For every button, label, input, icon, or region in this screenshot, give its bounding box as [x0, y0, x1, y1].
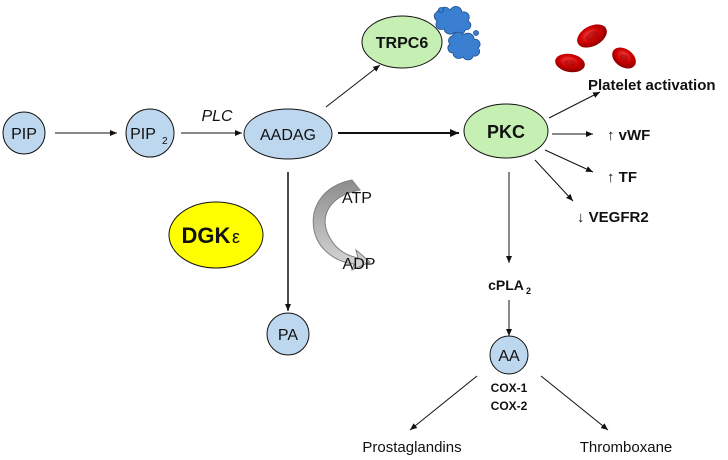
node-pip-label: PIP	[11, 126, 37, 143]
node-trpc6-label: TRPC6	[376, 35, 429, 52]
node-pkc: PKC	[463, 103, 549, 159]
node-dgk-label: DGK	[182, 223, 231, 248]
output-vegfr2: ↓ VEGFR2	[577, 209, 649, 226]
node-aadag-label: AADAG	[260, 127, 316, 144]
node-aadag: AADAG	[243, 108, 333, 160]
output-thromboxane: Thromboxane	[580, 439, 673, 456]
node-pa-label: PA	[278, 327, 298, 344]
cpla2-subscript: 2	[526, 286, 531, 296]
node-aa: AA	[489, 335, 529, 375]
node-aa-label: AA	[498, 348, 520, 365]
arrow-pkc-to-platelet	[548, 91, 601, 119]
output-vwf: ↑ vWF	[607, 127, 650, 144]
cox1-label: COX-1	[491, 381, 528, 395]
output-prostaglandins: Prostaglandins	[362, 439, 461, 456]
cpla2-label: cPLA	[488, 277, 524, 293]
node-pip2-label: PIP	[130, 126, 156, 143]
output-platelet-activation: Platelet activation	[588, 77, 716, 94]
node-dgk: DGK ε	[168, 201, 264, 269]
adp-label: ADP	[343, 256, 376, 273]
node-pip: PIP	[2, 111, 46, 155]
red-blood-cells-icon	[555, 24, 636, 73]
cox2-label: COX-2	[491, 399, 528, 413]
arrow-aa-to-thromboxane	[540, 375, 609, 431]
node-pip2: PIP 2	[125, 108, 175, 158]
arrow-pkc-to-tf	[544, 149, 594, 173]
arrow-aa-to-prostaglandins	[409, 375, 478, 431]
node-pip2-subscript: 2	[162, 136, 168, 147]
output-tf: ↑ TF	[607, 169, 637, 186]
plc-label: PLC	[201, 108, 233, 125]
arrow-aadag-to-trpc6	[325, 64, 381, 108]
node-dgk-epsilon: ε	[232, 227, 240, 247]
node-trpc6: TRPC6	[361, 15, 443, 69]
atp-label: ATP	[342, 190, 372, 207]
node-pa: PA	[266, 312, 310, 356]
curved-conversion-arrow-icon	[312, 179, 371, 271]
platelet-cluster-icon	[433, 6, 481, 61]
node-pkc-label: PKC	[487, 122, 525, 142]
arrow-pkc-to-vegfr2	[534, 159, 574, 202]
